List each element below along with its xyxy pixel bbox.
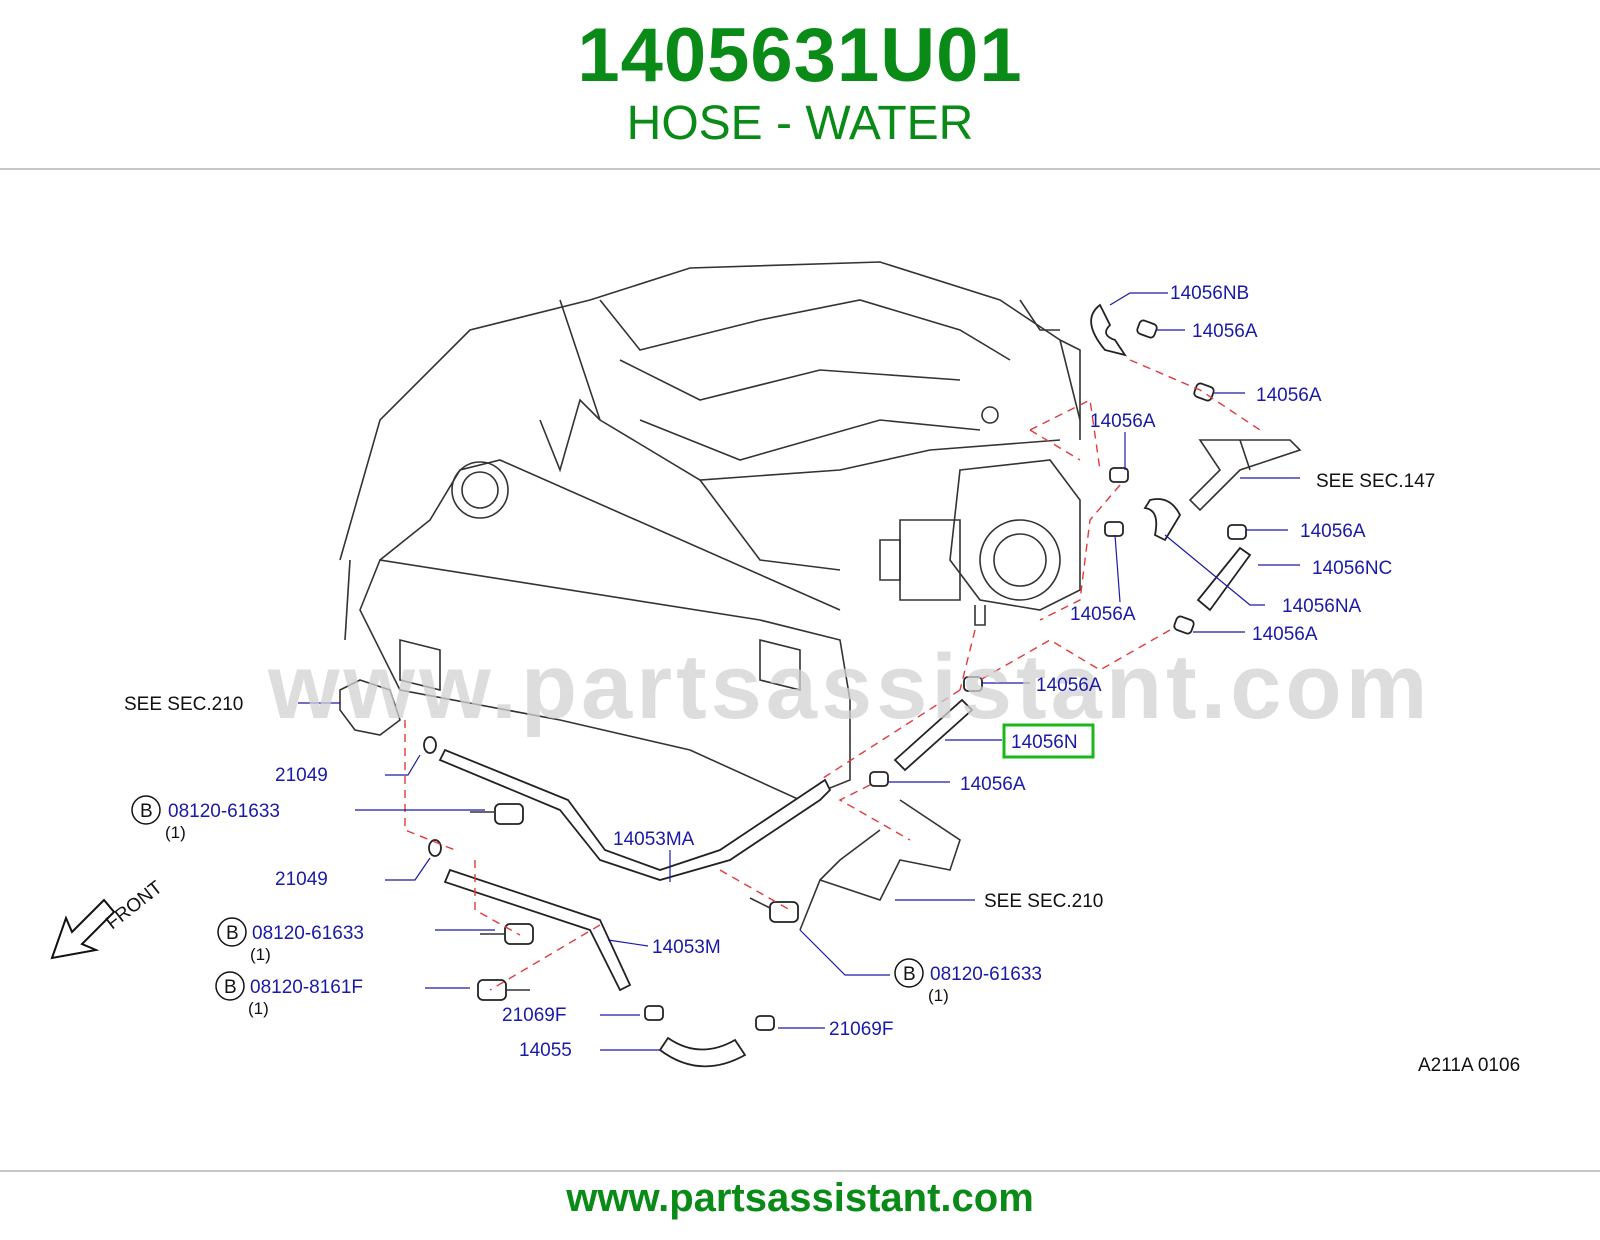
callout-see-sec210-b[interactable]: SEE SEC.210: [984, 891, 1103, 912]
callout-08120-61633-b[interactable]: 08120-61633: [252, 923, 364, 944]
callout-see-sec210-a[interactable]: SEE SEC.210: [124, 694, 243, 715]
bolt-badge-3: [894, 958, 924, 988]
bolt-badge-4: [215, 971, 245, 1001]
callout-21069f-b[interactable]: 21069F: [829, 1019, 893, 1040]
callout-14055[interactable]: 14055: [519, 1040, 572, 1061]
callout-14056a-7[interactable]: 14056A: [1036, 675, 1102, 696]
callout-21049-a[interactable]: 21049: [275, 765, 328, 786]
front-label: FRONT: [102, 877, 167, 934]
callout-14056a-8[interactable]: 14056A: [960, 774, 1026, 795]
bolt-badge-3-letter: B: [903, 964, 916, 985]
callout-labels: 14056NB 14056A 14056A 14056A SEE SEC.147…: [124, 283, 1435, 1061]
callout-08120-8161f[interactable]: 08120-8161F: [250, 977, 363, 998]
qty-4: (1): [248, 999, 269, 1018]
callout-14056nb[interactable]: 14056NB: [1170, 283, 1249, 304]
footer-divider: [0, 1170, 1600, 1172]
watermark: www.partsassistant.com: [267, 636, 1431, 738]
footer-url[interactable]: www.partsassistant.com: [566, 1176, 1034, 1220]
qty-3: (1): [928, 986, 949, 1005]
callout-21069f-a[interactable]: 21069F: [502, 1005, 566, 1026]
bolt-badge-2-letter: B: [226, 923, 239, 944]
assembly-lines: [404, 359, 1261, 991]
front-indicator: FRONT: [50, 877, 167, 960]
bolt-badge-2: [217, 917, 247, 947]
engine-outline: [339, 261, 1302, 931]
parts: [423, 303, 1252, 1068]
header-divider: [0, 168, 1600, 170]
callout-08120-61633-c[interactable]: 08120-61633: [930, 964, 1042, 985]
callout-14056a-1[interactable]: 14056A: [1192, 321, 1258, 342]
part-name: HOSE - WATER: [626, 97, 974, 150]
callout-14056n[interactable]: 14056N: [1011, 732, 1078, 753]
figure-code: A211A 0106: [1418, 1055, 1520, 1076]
callout-14056a-5[interactable]: 14056A: [1070, 604, 1136, 625]
callout-14053m[interactable]: 14053M: [652, 937, 721, 958]
callout-14056a-2[interactable]: 14056A: [1256, 385, 1322, 406]
header: 1405631U01 HOSE - WATER: [0, 0, 1600, 168]
callout-14056a-3[interactable]: 14056A: [1090, 411, 1156, 432]
qty-2: (1): [250, 945, 271, 964]
callout-14056a-4[interactable]: 14056A: [1300, 521, 1366, 542]
callout-14056a-6[interactable]: 14056A: [1252, 624, 1318, 645]
callout-14053ma[interactable]: 14053MA: [613, 829, 695, 850]
callout-see-sec147[interactable]: SEE SEC.147: [1316, 471, 1435, 492]
bolt-badge-4-letter: B: [224, 977, 237, 998]
qty-1: (1): [165, 823, 186, 842]
callout-21049-b[interactable]: 21049: [275, 869, 328, 890]
callout-08120-61633-a[interactable]: 08120-61633: [168, 801, 280, 822]
bolt-badge-1-letter: B: [140, 801, 153, 822]
callout-14056nc[interactable]: 14056NC: [1312, 558, 1392, 579]
part-number: 1405631U01: [577, 13, 1023, 98]
highlight-box: [1002, 723, 1095, 759]
front-arrow-icon: [50, 898, 116, 960]
leader-lines: [298, 292, 1300, 1051]
callout-14056na[interactable]: 14056NA: [1282, 596, 1362, 617]
bolt-badge-1: [131, 795, 161, 825]
